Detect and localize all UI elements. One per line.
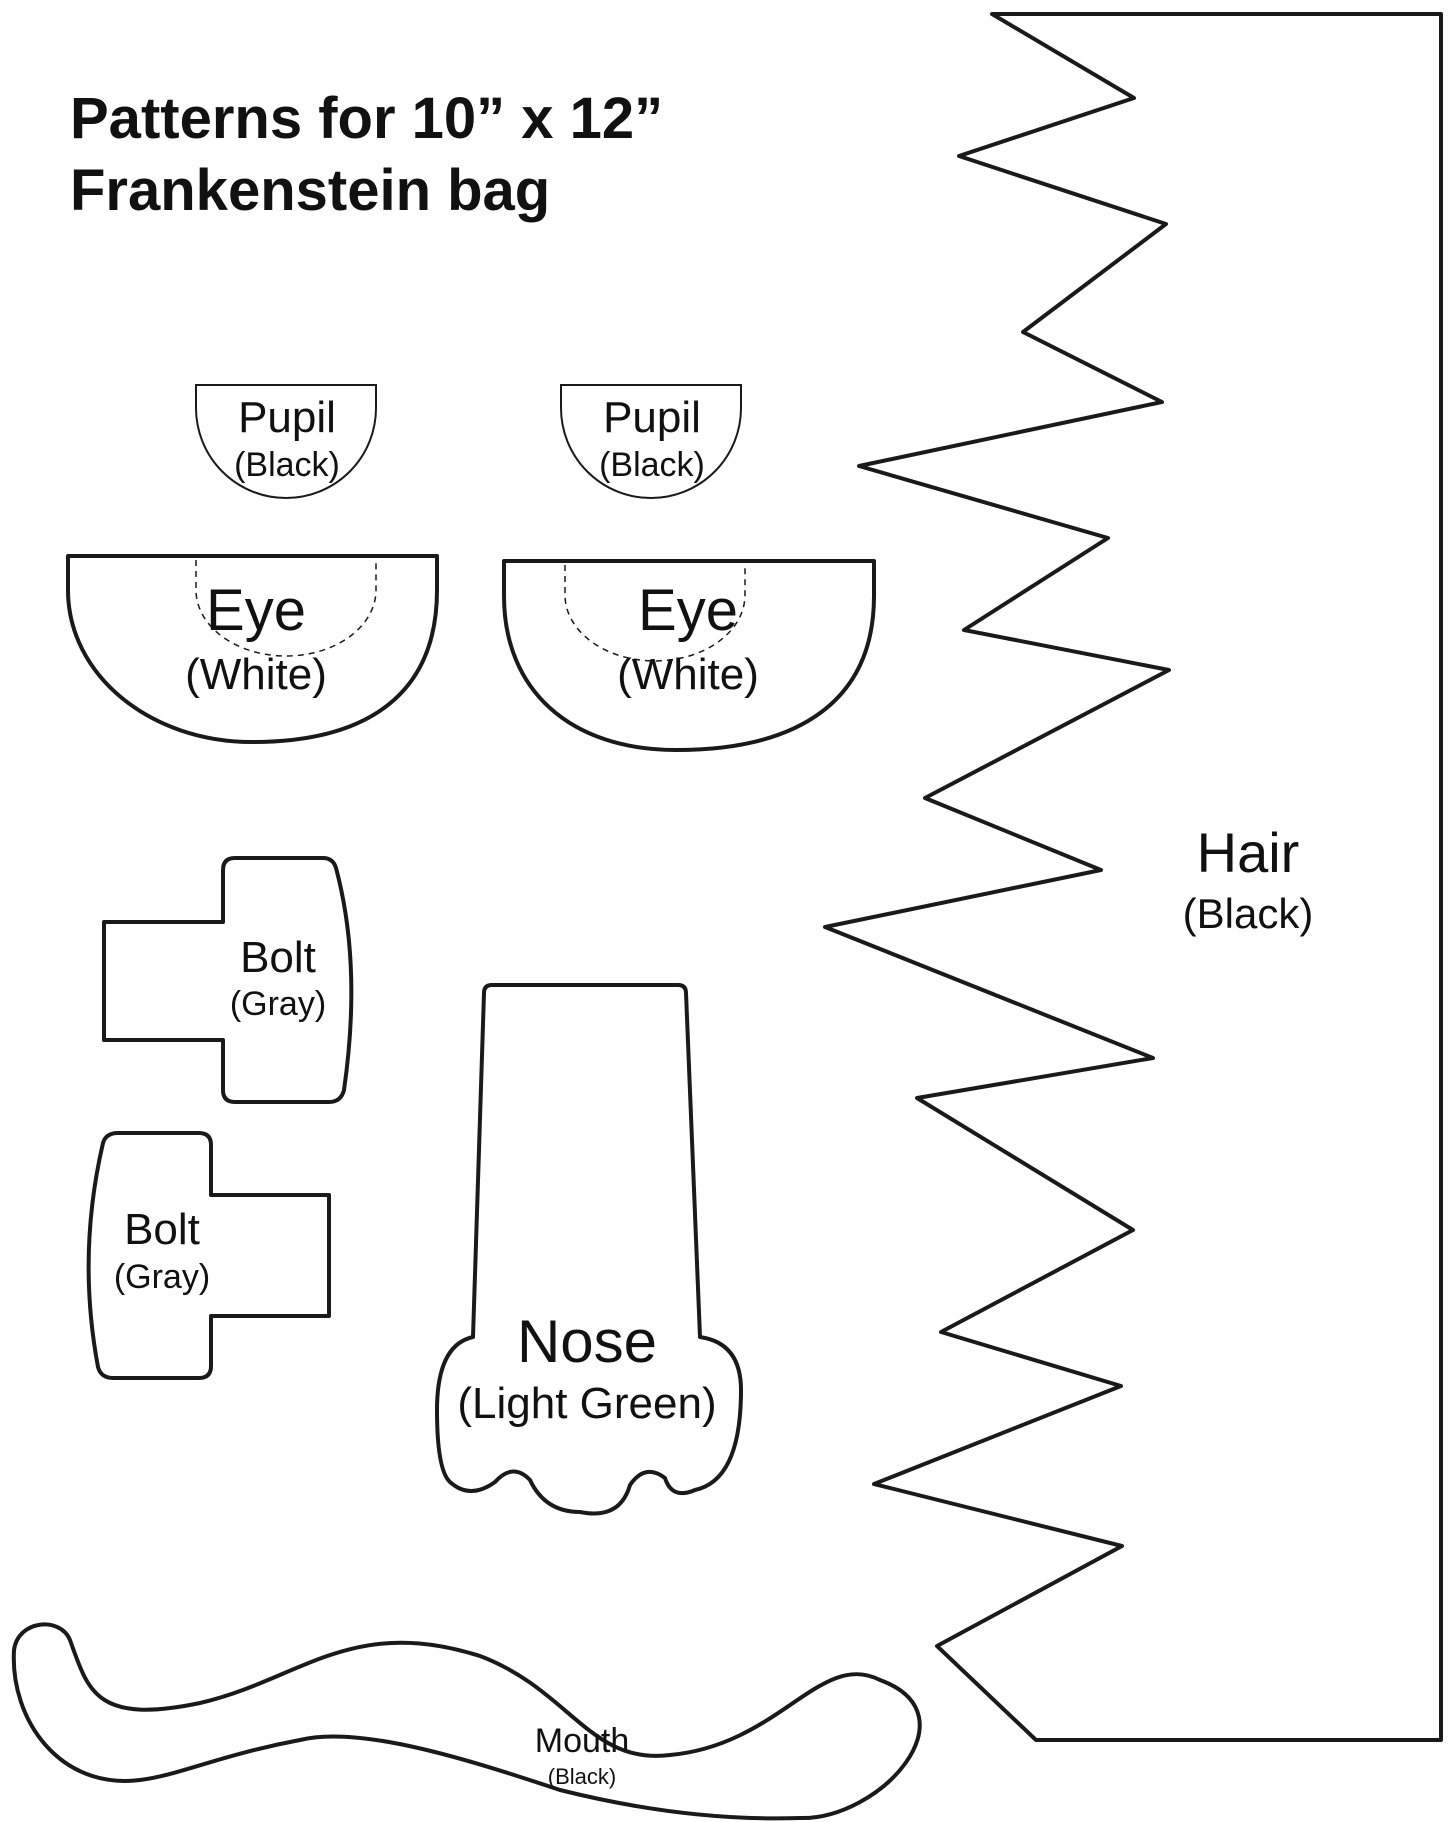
hair-color-label: (Black) xyxy=(1183,890,1314,937)
eye-right-label: Eye xyxy=(638,578,738,643)
pupil-left-label: Pupil xyxy=(238,393,336,442)
eye-pattern-right: Eye (White) xyxy=(502,559,876,752)
mouth-color-label: (Black) xyxy=(548,1764,616,1789)
hair-pattern: Hair (Black) xyxy=(823,12,1443,1742)
pupil-pattern-right: Pupil (Black) xyxy=(560,384,742,499)
pupil-left-color-label: (Black) xyxy=(234,446,340,484)
eye-left-color-label: (White) xyxy=(185,650,327,699)
pupil-right-color-label: (Black) xyxy=(599,446,705,484)
bolt-bottom-label: Bolt xyxy=(124,1205,200,1254)
mouth-label: Mouth xyxy=(535,1722,630,1760)
eye-right-color-label: (White) xyxy=(617,650,759,699)
pupil-pattern-left: Pupil (Black) xyxy=(195,384,377,499)
bolt-pattern-top: Bolt (Gray) xyxy=(102,856,354,1104)
nose-pattern: Nose (Light Green) xyxy=(435,983,743,1516)
pupil-right-label: Pupil xyxy=(603,393,701,442)
bolt-pattern-bottom: Bolt (Gray) xyxy=(86,1131,331,1380)
nose-color-label: (Light Green) xyxy=(457,1379,716,1428)
bolt-top-color-label: (Gray) xyxy=(230,985,326,1023)
page-title-line-2: Frankenstein bag xyxy=(70,158,550,223)
hair-label: Hair xyxy=(1197,821,1300,884)
bolt-top-label: Bolt xyxy=(240,933,316,982)
eye-left-label: Eye xyxy=(206,578,306,643)
mouth-pattern: Mouth (Black) xyxy=(11,1622,922,1821)
bolt-bottom-color-label: (Gray) xyxy=(114,1258,210,1296)
eye-pattern-left: Eye (White) xyxy=(66,554,439,744)
nose-label: Nose xyxy=(517,1308,657,1375)
page-title-line-1: Patterns for 10” x 12” xyxy=(70,86,663,151)
